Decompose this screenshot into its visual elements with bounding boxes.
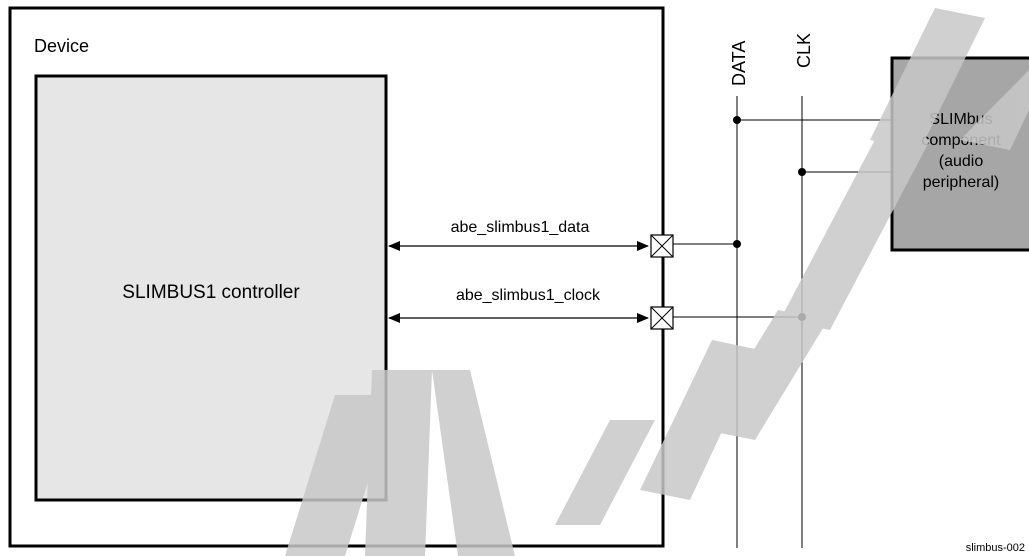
watermark [285, 8, 1029, 556]
clock-signal-label: abe_slimbus1_clock [456, 287, 601, 304]
junction-dot [798, 168, 806, 176]
component-label-line3: (audio [939, 153, 984, 170]
junction-dot [733, 116, 741, 124]
data-io-pad [650, 234, 674, 258]
component-label-line4: peripheral) [923, 174, 999, 191]
data-signal-label: abe_slimbus1_data [451, 219, 590, 236]
figure-id: slimbus-002 [966, 542, 1025, 554]
clk-bus-label: CLK [794, 33, 814, 68]
controller-label: SLIMBUS1 controller [122, 282, 300, 303]
junction-dot [733, 240, 741, 248]
clock-io-pad [650, 306, 674, 330]
data-bus-label: DATA [729, 41, 749, 86]
device-label: Device [34, 36, 89, 56]
